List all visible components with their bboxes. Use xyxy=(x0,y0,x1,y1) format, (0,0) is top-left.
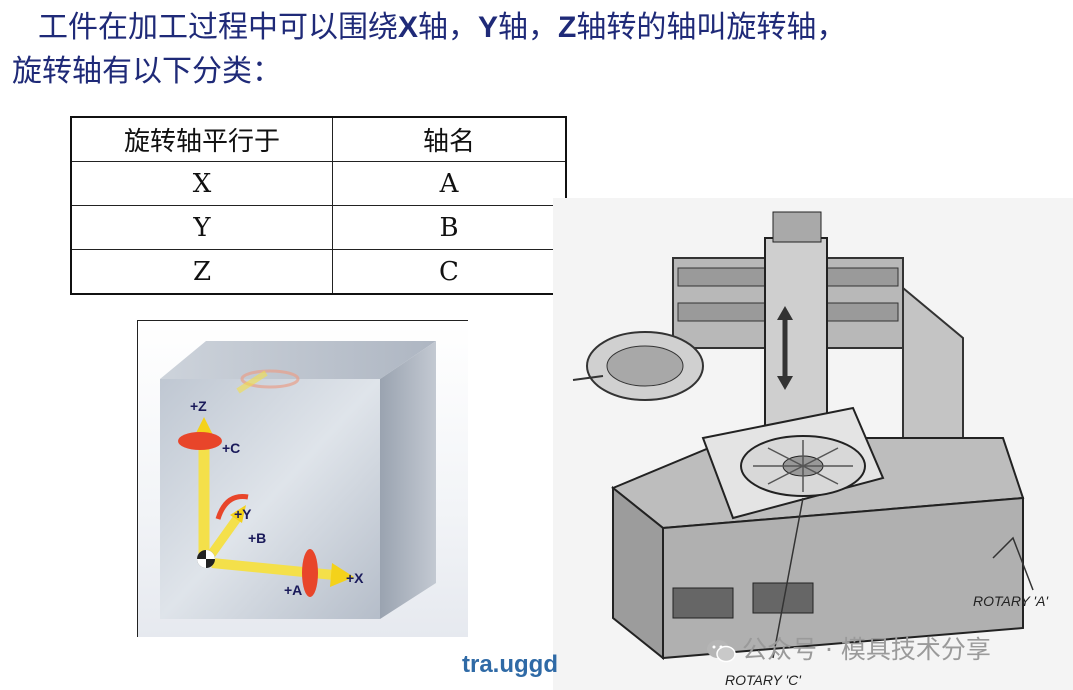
table-row: X A xyxy=(70,161,567,206)
origin-marker-fill xyxy=(197,550,215,568)
heading-text-b: 轴， xyxy=(418,10,479,45)
machine-svg: ROTARY 'A' ROTARY 'C' xyxy=(572,211,1049,688)
table-header-row: 旋转轴平行于 轴名 xyxy=(70,116,567,162)
tool-changer-inner xyxy=(606,345,684,387)
page-heading: 工件在加工过程中可以围绕X轴，Y轴，Z轴转的轴叫旋转轴， 旋转轴有以下分类： xyxy=(12,6,1062,94)
spindle-arrowhead-down xyxy=(777,376,793,390)
label-plus-z: +Z xyxy=(190,398,207,414)
cube-side-face xyxy=(380,341,436,619)
spindle-arrowhead-up xyxy=(777,306,793,320)
x-axis-arrowhead xyxy=(330,563,354,587)
label-plus-x: +X xyxy=(346,570,364,586)
header-parallel-to: 旋转轴平行于 xyxy=(70,116,333,162)
rotary-c-leader xyxy=(772,497,804,659)
logo-text: tra.uggd xyxy=(462,651,558,678)
cube-top-face xyxy=(160,341,436,379)
y-axis-arrow xyxy=(204,514,242,562)
table-row: Y B xyxy=(70,205,567,250)
heading-line-2: 旋转轴有以下分类： xyxy=(12,54,282,89)
watermark: 公众号 · 模具技术分享 xyxy=(706,630,991,666)
cube-axes-illustration: +Z +C +Y +B +A +X xyxy=(137,320,468,637)
base-vent-left xyxy=(672,587,734,619)
table-cell: Y xyxy=(70,205,333,250)
y-axis-arrowhead xyxy=(230,505,246,523)
machine-spindle-column xyxy=(764,237,828,429)
machine-column-top xyxy=(772,211,822,243)
heading-axis-z: Z xyxy=(558,11,577,44)
rotary-axis-table: 旋转轴平行于 轴名 X A Y B Z C xyxy=(70,116,567,295)
b-rotation-arrow xyxy=(215,493,249,520)
table-cell: X xyxy=(70,161,333,206)
machine-base-side xyxy=(662,496,1024,660)
heading-axis-y: Y xyxy=(478,11,499,44)
a-rotation-arrow xyxy=(302,549,318,597)
label-plus-a: +A xyxy=(284,582,302,598)
tool-changer-arrow xyxy=(572,375,604,381)
label-plus-b: +B xyxy=(248,530,266,546)
c-rotation-arrow xyxy=(178,432,222,450)
heading-text-d: 轴转的轴叫旋转轴， xyxy=(576,10,847,45)
heading-line-1: 工件在加工过程中可以围绕X轴，Y轴，Z轴转的轴叫旋转轴， xyxy=(12,6,1062,50)
top-rotation-hint xyxy=(240,369,300,389)
table-slots xyxy=(753,440,853,492)
table-cell: C xyxy=(332,249,567,295)
top-arrow-hint xyxy=(236,370,268,394)
cube-svg: +Z +C +Y +B +A +X xyxy=(160,341,436,619)
machine-illustration: ROTARY 'A' ROTARY 'C' xyxy=(553,198,1073,690)
table-cell: B xyxy=(332,205,567,250)
label-plus-y: +Y xyxy=(234,506,252,522)
rotary-a-leader xyxy=(992,536,1034,591)
header-axis-name: 轴名 xyxy=(332,116,567,162)
table-row: Z C xyxy=(70,249,567,295)
heading-text-a: 工件在加工过程中可以围绕 xyxy=(38,10,398,45)
table-cell: Z xyxy=(70,249,333,295)
watermark-text: 公众号 · 模具技术分享 xyxy=(742,635,991,664)
heading-text-c: 轴， xyxy=(498,10,559,45)
wechat-icon xyxy=(707,640,736,663)
rotary-a-label: ROTARY 'A' xyxy=(973,593,1049,609)
table-cell: A xyxy=(332,161,567,206)
label-plus-c: +C xyxy=(222,440,240,456)
rotary-c-label: ROTARY 'C' xyxy=(725,672,802,688)
heading-axis-x: X xyxy=(398,11,419,44)
